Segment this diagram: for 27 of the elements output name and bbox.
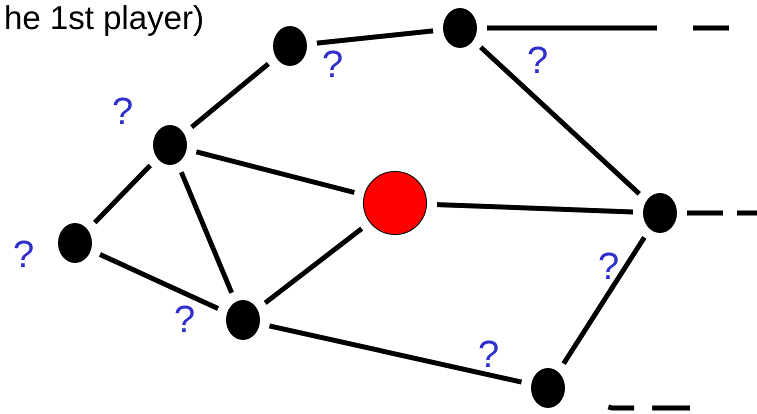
- graph-node: [531, 368, 565, 408]
- dashed-line: [687, 210, 757, 216]
- graph-node: [58, 223, 92, 263]
- graph-node: [643, 193, 677, 233]
- question-mark: ?: [598, 248, 620, 286]
- connector-line: [562, 236, 646, 365]
- question-mark: ?: [478, 336, 500, 374]
- question-mark: ?: [13, 236, 34, 274]
- graph-node: [273, 26, 307, 66]
- connector-line: [479, 45, 641, 196]
- question-mark: ?: [527, 42, 548, 80]
- graph-node: [443, 8, 477, 48]
- connector-line: [179, 171, 234, 294]
- connector-line: [264, 226, 364, 305]
- graph-node: [153, 125, 187, 165]
- title-fragment: he 1st player): [4, 1, 204, 34]
- connector-line: [436, 202, 634, 214]
- question-mark: ?: [322, 46, 344, 84]
- connector-line: [190, 62, 270, 130]
- question-mark: ?: [174, 301, 196, 339]
- connector-line: [316, 28, 434, 46]
- connector-line: [92, 164, 152, 224]
- question-mark: ?: [112, 93, 134, 131]
- graph-node: [226, 300, 260, 340]
- connector-line: [196, 149, 355, 195]
- connector-line: [268, 323, 522, 385]
- connector-line: [98, 252, 220, 311]
